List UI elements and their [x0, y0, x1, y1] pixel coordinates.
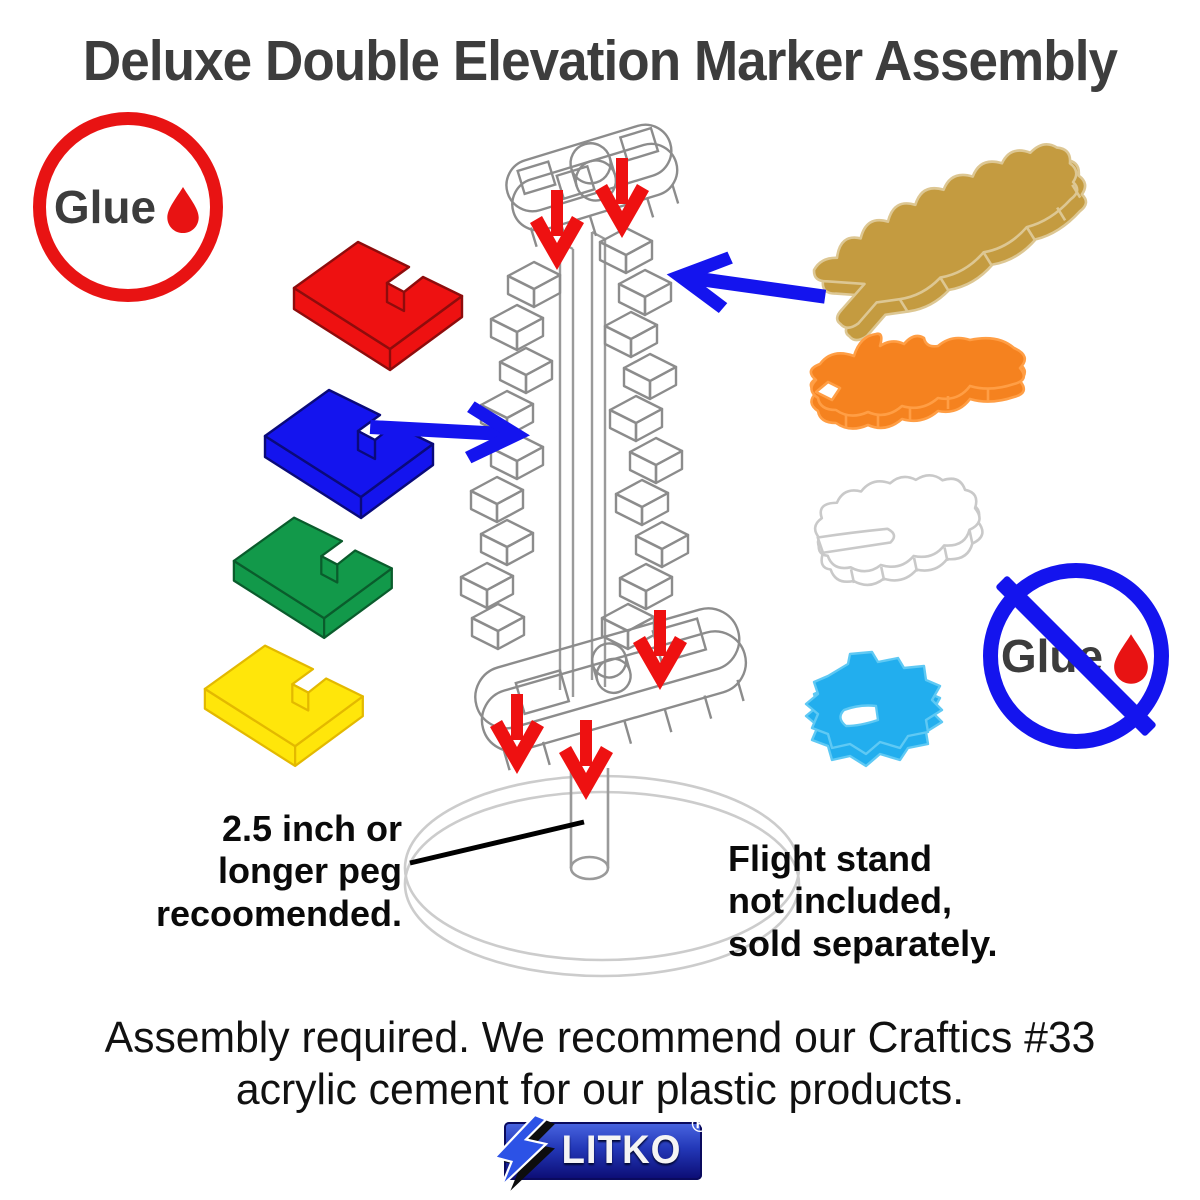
cloud-marker-icon [813, 474, 984, 587]
litko-logo: LITKO ® [492, 1111, 709, 1191]
splash-marker-icon [804, 650, 944, 768]
assembly-note: Assembly required. We recommend our Craf… [18, 1012, 1182, 1116]
flight-stand-note: Flight stand not included, sold separate… [728, 838, 1028, 965]
flight-note-line: sold separately. [728, 922, 998, 964]
blue-elevation-marker-icon [263, 388, 435, 520]
flight-note-line: not included, [728, 880, 952, 922]
peg-pointer-line [409, 819, 585, 866]
flight-note-line: Flight stand [728, 838, 932, 879]
peg-note-line: recoomended. [155, 892, 402, 934]
glue-badge-label: Glue [53, 181, 157, 233]
center-pegs [558, 230, 607, 697]
flame-marker-icon [809, 332, 1027, 430]
assembly-note-line: acrylic cement for our plastic products. [235, 1064, 965, 1114]
yellow-elevation-marker-icon [203, 644, 364, 768]
flight-stand-base [403, 774, 801, 978]
peg-note-line: 2.5 inch or [221, 808, 402, 849]
peg-note-line: longer peg [217, 850, 402, 892]
logo-text: LITKO [561, 1128, 682, 1172]
assembly-note-line: Assembly required. We recommend our Craf… [104, 1013, 1096, 1062]
red-elevation-marker-icon [292, 240, 464, 372]
glue-drop-icon [1114, 634, 1148, 684]
flight-stand-peg [569, 768, 610, 881]
right-marker-tower [598, 226, 690, 651]
blue-insertion-arrows [368, 243, 830, 467]
glue-drop-icon [167, 186, 199, 234]
registered-mark: ® [691, 1111, 709, 1138]
no-glue-badge: Glue [983, 563, 1169, 749]
glue-badge: Glue [33, 112, 223, 302]
green-elevation-marker-icon [232, 516, 393, 640]
bottom-plate [474, 607, 748, 771]
red-assembly-arrows [490, 158, 687, 800]
top-plate [505, 123, 680, 248]
tan-marker-icon [812, 142, 1088, 342]
page-title: Deluxe Double Elevation Marker Assembly [82, 29, 1118, 93]
peg-note: 2.5 inch or longer peg recoomended. [140, 808, 402, 935]
lightning-bolt-icon [492, 1115, 555, 1191]
